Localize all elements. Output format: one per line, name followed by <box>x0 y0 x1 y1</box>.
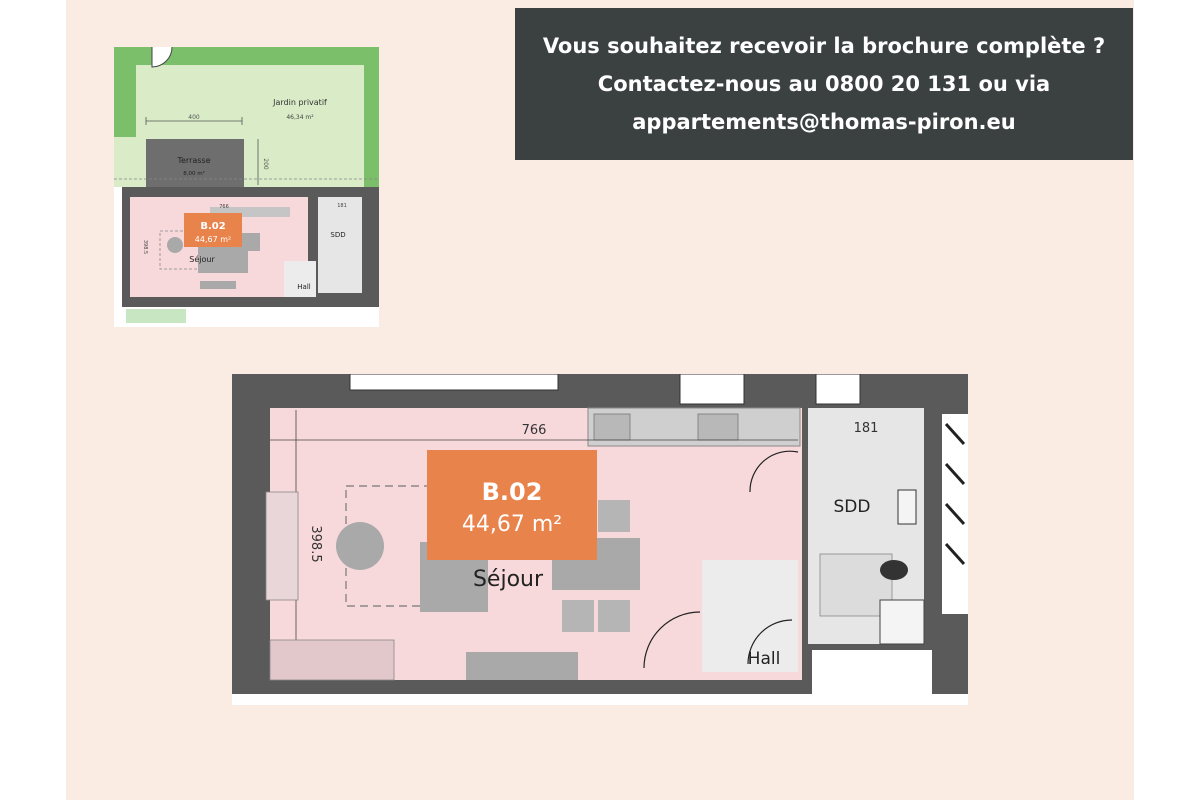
terrace-label: Terrasse <box>176 156 210 165</box>
sofa <box>198 247 248 273</box>
dim-depth-detail: 398.5 <box>308 525 323 562</box>
contact-banner: Vous souhaitez recevoir la brochure comp… <box>515 8 1133 160</box>
hedge-right <box>364 47 379 187</box>
tv-unit <box>200 281 236 289</box>
contact-line-brochure: Vous souhaitez recevoir la brochure comp… <box>542 34 1106 58</box>
unit-code-small: B.02 <box>200 221 225 232</box>
storage-cabinet <box>269 639 395 681</box>
dim-length-small: 766 <box>219 204 229 210</box>
round-table <box>167 237 183 253</box>
unit-badge <box>427 450 597 560</box>
room-sejour-small: Séjour <box>189 254 215 264</box>
bathroom <box>318 197 362 293</box>
room-sejour: Séjour <box>473 567 544 592</box>
tv-unit-detail <box>466 652 578 680</box>
kitchen-counter <box>210 207 290 217</box>
hedge-left <box>114 47 136 137</box>
garden-gate <box>151 47 173 68</box>
unit-area-small: 44,67 m² <box>195 235 231 244</box>
unit-area: 44,67 m² <box>462 512 562 537</box>
window-top-1 <box>349 374 559 391</box>
garden-label: Jardin privatif <box>272 98 327 107</box>
chair-1 <box>562 600 594 632</box>
hall-detail <box>702 560 798 672</box>
room-sdd: SDD <box>834 497 871 517</box>
chair-3 <box>598 500 630 532</box>
dim-sdd-detail: 181 <box>854 421 879 436</box>
lower-green <box>126 309 186 323</box>
sink <box>697 413 739 441</box>
washbasin <box>879 599 925 645</box>
contact-line-email[interactable]: appartements@thomas-piron.eu <box>632 110 1016 134</box>
door-arc-hall <box>643 611 701 669</box>
unit-badge-small <box>184 213 242 247</box>
floor-plan-detail-drawing: 766 398.5 181 280 B.02 44,67 m² Séjour S… <box>232 374 968 705</box>
garden-area-label: 46,34 m² <box>286 114 314 121</box>
cooktop <box>593 413 631 441</box>
dim-terrace-depth: 200 <box>262 158 269 170</box>
chair-2 <box>598 600 630 632</box>
window-top-2 <box>679 374 745 405</box>
dim-length-detail: 766 <box>522 423 547 438</box>
toilet <box>880 560 908 580</box>
radiator <box>265 491 299 601</box>
storage-lower <box>812 650 932 694</box>
door-arc-kitchen <box>749 450 799 493</box>
dim-depth-small: 398.5 <box>142 240 148 254</box>
radiator-sdd <box>897 489 917 525</box>
unit-code: B.02 <box>482 478 543 506</box>
round-table-detail <box>336 522 384 570</box>
floor-plan-overview-drawing: 400 200 Terrasse 8,00 m² Jardin privatif… <box>114 47 379 327</box>
terrace-area: 8,00 m² <box>183 170 205 177</box>
window-top-3 <box>815 374 861 405</box>
room-hall-small: Hall <box>297 283 310 291</box>
room-hall: Hall <box>748 649 781 669</box>
hedge-top <box>114 47 379 65</box>
room-sdd-small: SDD <box>330 231 345 239</box>
dim-terrace-width: 400 <box>188 114 200 121</box>
floor-plan-overview: 400 200 Terrasse 8,00 m² Jardin privatif… <box>114 47 379 327</box>
contact-line-phone[interactable]: Contactez-nous au 0800 20 131 ou via <box>597 72 1051 96</box>
dim-sdd-small: 181 <box>337 203 347 209</box>
door-arc-entry <box>747 619 793 665</box>
floor-plan-detail: 766 398.5 181 280 B.02 44,67 m² Séjour S… <box>232 374 968 705</box>
hall <box>284 261 316 297</box>
